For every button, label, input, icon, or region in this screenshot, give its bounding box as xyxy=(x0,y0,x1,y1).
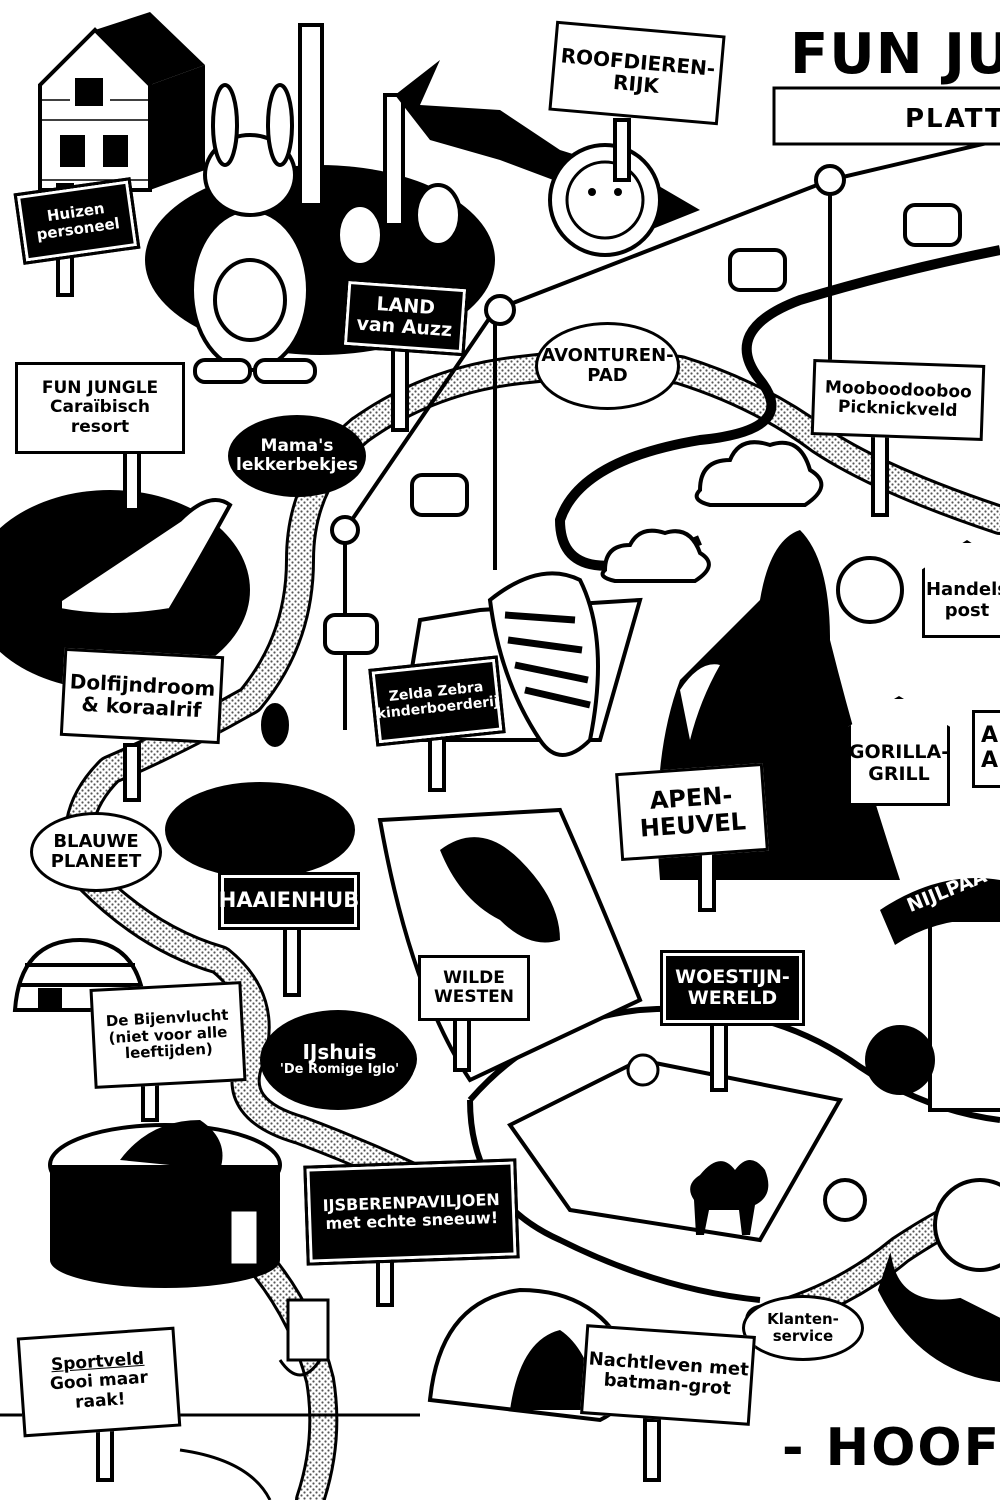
cable-car-gondolas xyxy=(261,164,962,747)
sign-adventure-path-line2: PAD xyxy=(587,365,628,386)
sign-caribbean-resort-line3: resort xyxy=(70,416,130,437)
sign-wild-west[interactable]: WILDE WESTEN xyxy=(418,955,530,1021)
sign-adventure-path[interactable]: AVONTUREN- PAD xyxy=(535,322,680,410)
desert-area xyxy=(507,1053,844,1243)
map-title: FUN JU xyxy=(790,22,1000,87)
sign-trading-post-line1: Handels xyxy=(925,579,1000,601)
sign-customer-service-line1: Klanten- xyxy=(767,1310,839,1329)
sign-caribbean-resort[interactable]: FUN JUNGLE Caraïbisch resort xyxy=(15,362,185,454)
sign-monkey-hill-line2: HEUVEL xyxy=(638,807,747,843)
sign-land-of-auzz[interactable]: LAND van Auzz xyxy=(340,277,470,357)
main-entrance-banner: - HOOFD xyxy=(782,1418,1000,1478)
wild-west-area xyxy=(377,807,643,1083)
monkey-illustration xyxy=(823,1178,1000,1383)
sign-shark-hub-label: HAAIENHUB xyxy=(218,888,360,913)
sign-dolphin-reef[interactable]: Dolfijndroom & koraalrif xyxy=(59,647,225,745)
dolphin-fin xyxy=(58,498,233,617)
sign-wild-west-line2: WESTEN xyxy=(433,987,515,1007)
sign-polar-bear-pavilion[interactable]: IJSBERENPAVILJOEN met echte sneeuw! xyxy=(303,1158,520,1266)
sign-picnic-field[interactable]: Mooboodooboo Picknickveld xyxy=(810,359,986,441)
hippo-area xyxy=(865,878,1000,1112)
sign-zebra-farm[interactable]: Zelda Zebra kinderboerderij xyxy=(368,655,506,747)
sign-blue-planet-line1: BLAUWE xyxy=(53,830,139,852)
sign-dolphin-reef-line2: & koraalrif xyxy=(80,691,202,723)
sign-sports-field[interactable]: Sportveld Gooi maar raak! xyxy=(16,1326,182,1438)
adventure-trail xyxy=(554,245,1000,571)
sign-picnic-field-line2: Picknickveld xyxy=(837,396,958,422)
sign-bee-flight-line3: leeftijden) xyxy=(124,1040,214,1063)
sign-adventure-path-line1: AVONTUREN- xyxy=(541,344,674,366)
sports-field xyxy=(0,1298,420,1500)
staff-house-illustration xyxy=(38,12,205,192)
map-subtitle: PLATTE xyxy=(905,104,1000,134)
lion-illustration xyxy=(548,143,662,257)
title-banner-frame xyxy=(772,86,1000,146)
sign-edge-right-line1: A xyxy=(981,723,999,749)
sign-customer-service[interactable]: Klanten- service xyxy=(742,1295,864,1361)
sign-monkey-hill[interactable]: APEN- HEUVEL xyxy=(615,762,769,862)
sign-polar-bear-pavilion-line2: met echte sneeuw! xyxy=(325,1207,499,1234)
sign-mamas-treats-line1: Mama's xyxy=(260,435,334,456)
sign-caribbean-resort-line2: Caraïbisch xyxy=(50,397,150,418)
sign-land-of-auzz-line2: van Auzz xyxy=(355,312,453,342)
title-banner-box xyxy=(770,8,1000,148)
sign-bee-flight[interactable]: De Bijenvlucht (niet voor alle leeftijde… xyxy=(89,981,247,1089)
shark-pool xyxy=(165,782,355,878)
sign-trading-post[interactable]: Handels post xyxy=(922,540,1000,638)
sign-gorilla-grill-line1: GORILLA- xyxy=(848,741,950,764)
sign-bat-cave[interactable]: Nachtleven met batman-grot xyxy=(580,1324,756,1426)
sign-customer-service-line2: service xyxy=(772,1327,834,1345)
clouds xyxy=(600,440,824,583)
sign-mamas-treats[interactable]: Mama's lekkerbekjes xyxy=(228,415,366,497)
kangaroo-illustration xyxy=(190,83,462,384)
sign-edge-right-line2: A xyxy=(981,748,999,773)
sign-ice-cream-house[interactable]: IJshuis 'De Romige Iglo' xyxy=(262,1015,417,1103)
sign-blue-planet-line2: PLANEET xyxy=(50,851,142,872)
sign-gorilla-grill-line2: GRILL xyxy=(868,763,930,785)
sign-shark-hub[interactable]: HAAIENHUB xyxy=(218,872,360,930)
sign-wild-west-line1: WILDE xyxy=(443,967,505,988)
sign-predator-realm-line2: RIJK xyxy=(612,70,660,98)
sign-blue-planet[interactable]: BLAUWE PLANEET xyxy=(30,812,162,892)
sign-posts xyxy=(56,118,889,1482)
sign-edge-right[interactable]: A A xyxy=(972,710,1000,788)
trees xyxy=(298,23,405,227)
sign-mamas-treats-line2: lekkerbekjes xyxy=(236,455,358,475)
sign-ice-cream-house-line2: 'De Romige Iglo' xyxy=(279,1061,400,1077)
sign-ice-cream-house-line1: IJshuis xyxy=(302,1039,377,1064)
sign-desert-world-line1: WOESTIJN- xyxy=(675,965,790,988)
polar-pavilion-illustration xyxy=(48,1120,282,1288)
sign-sports-field-line3: raak! xyxy=(74,1388,127,1413)
sign-trading-post-line2: post xyxy=(944,600,990,621)
sign-predator-realm[interactable]: ROOFDIEREN- RIJK xyxy=(548,20,726,126)
sign-desert-world-line2: WERELD xyxy=(687,987,778,1009)
sign-desert-world[interactable]: WOESTIJN- WERELD xyxy=(660,950,805,1026)
sign-caribbean-resort-line1: FUN JUNGLE xyxy=(41,378,159,399)
